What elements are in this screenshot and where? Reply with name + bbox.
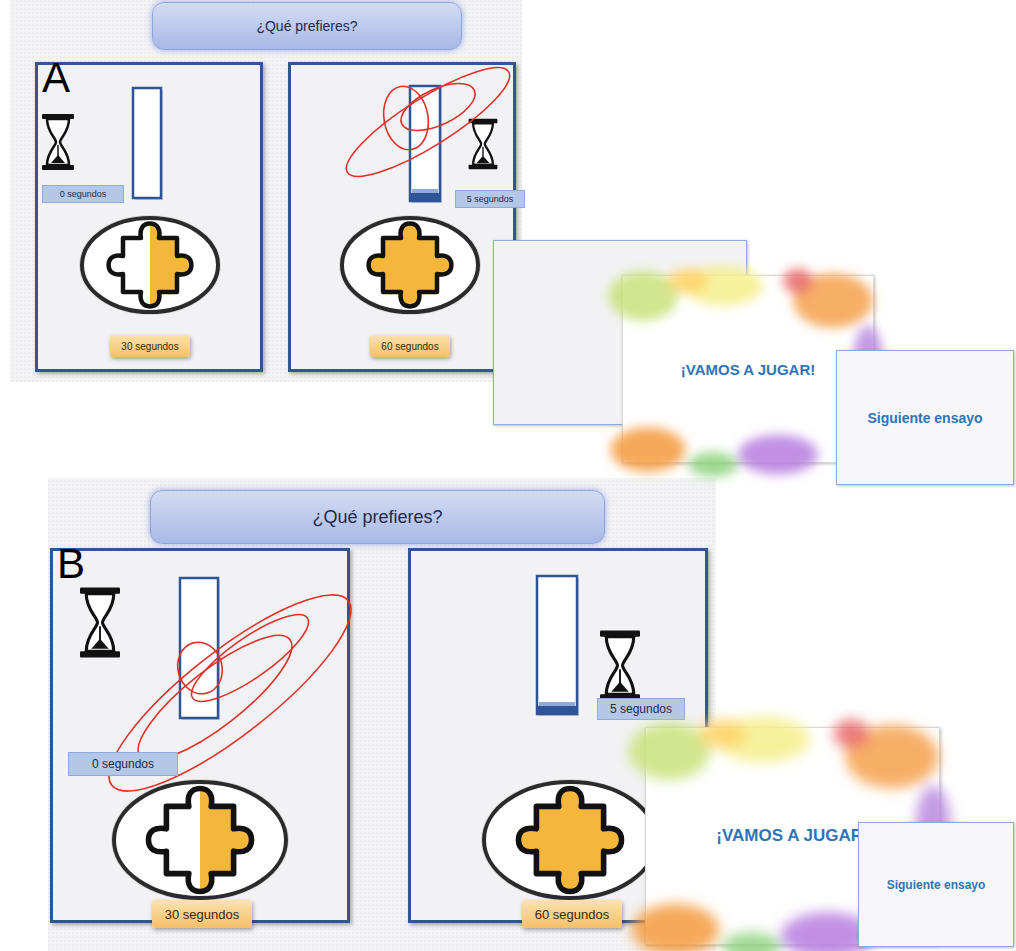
box-text: 30 segundos <box>121 341 178 352</box>
box-text: ¿Qué prefieres? <box>312 507 442 528</box>
question-banner: ¿Qué prefieres? <box>152 2 462 50</box>
delay-label: 5 segundos <box>455 190 525 208</box>
reward-label: 30 segundos <box>110 335 190 357</box>
option-box: A0 segundos30 segundos <box>35 62 263 372</box>
hourglass-icon <box>600 631 640 701</box>
hourglass-icon <box>80 588 120 658</box>
panel-b-ground <box>48 478 716 951</box>
panel-letter: B <box>57 543 85 585</box>
puzzle-reward <box>79 215 221 315</box>
box-text: Siguiente ensayo <box>887 878 986 892</box>
next-trial-slide: Siguiente ensayo <box>858 822 1014 947</box>
reward-label: 60 segundos <box>370 335 450 357</box>
option-box: 5 segundos 60 segundos <box>288 62 516 372</box>
panel-a-ground <box>10 0 522 382</box>
option-illustration <box>50 548 350 923</box>
box-text: 5 segundos <box>610 702 672 716</box>
delay-label: 0 segundos <box>68 752 178 776</box>
box-text: 60 segundos <box>381 341 438 352</box>
box-text: 0 segundos <box>60 189 107 199</box>
progress-bar <box>133 88 163 200</box>
box-text: Siguiente ensayo <box>867 410 982 426</box>
option-illustration <box>288 62 516 372</box>
progress-bar <box>537 576 579 716</box>
hourglass-icon <box>42 114 74 170</box>
puzzle-reward <box>339 215 481 315</box>
box-text: 60 segundos <box>535 907 609 922</box>
box-text: 30 segundos <box>165 907 239 922</box>
red-scribble <box>335 51 522 192</box>
box-text: 0 segundos <box>92 757 154 771</box>
option-box: B0 segundos30 segundos <box>50 548 350 923</box>
reward-label: 30 segundos <box>152 900 252 928</box>
reward-label: 60 segundos <box>522 900 622 928</box>
red-scribble <box>86 568 374 819</box>
delay-label: 0 segundos <box>42 185 124 203</box>
puzzle-reward <box>111 779 289 901</box>
delay-label: 5 segundos <box>597 698 685 720</box>
box-text: ¡VAMOS A JUGAR! <box>681 361 815 378</box>
puzzle-reward <box>481 779 659 901</box>
panel-letter: A <box>42 57 70 99</box>
option-illustration <box>35 62 263 372</box>
question-banner: ¿Qué prefieres? <box>150 490 605 544</box>
box-text: ¡VAMOS A JUGAR! <box>716 826 868 846</box>
next-trial-slide: Siguiente ensayo <box>836 350 1014 485</box>
box-text: ¿Qué prefieres? <box>256 18 357 34</box>
box-text: 5 segundos <box>467 194 514 204</box>
hourglass-icon <box>469 119 498 169</box>
